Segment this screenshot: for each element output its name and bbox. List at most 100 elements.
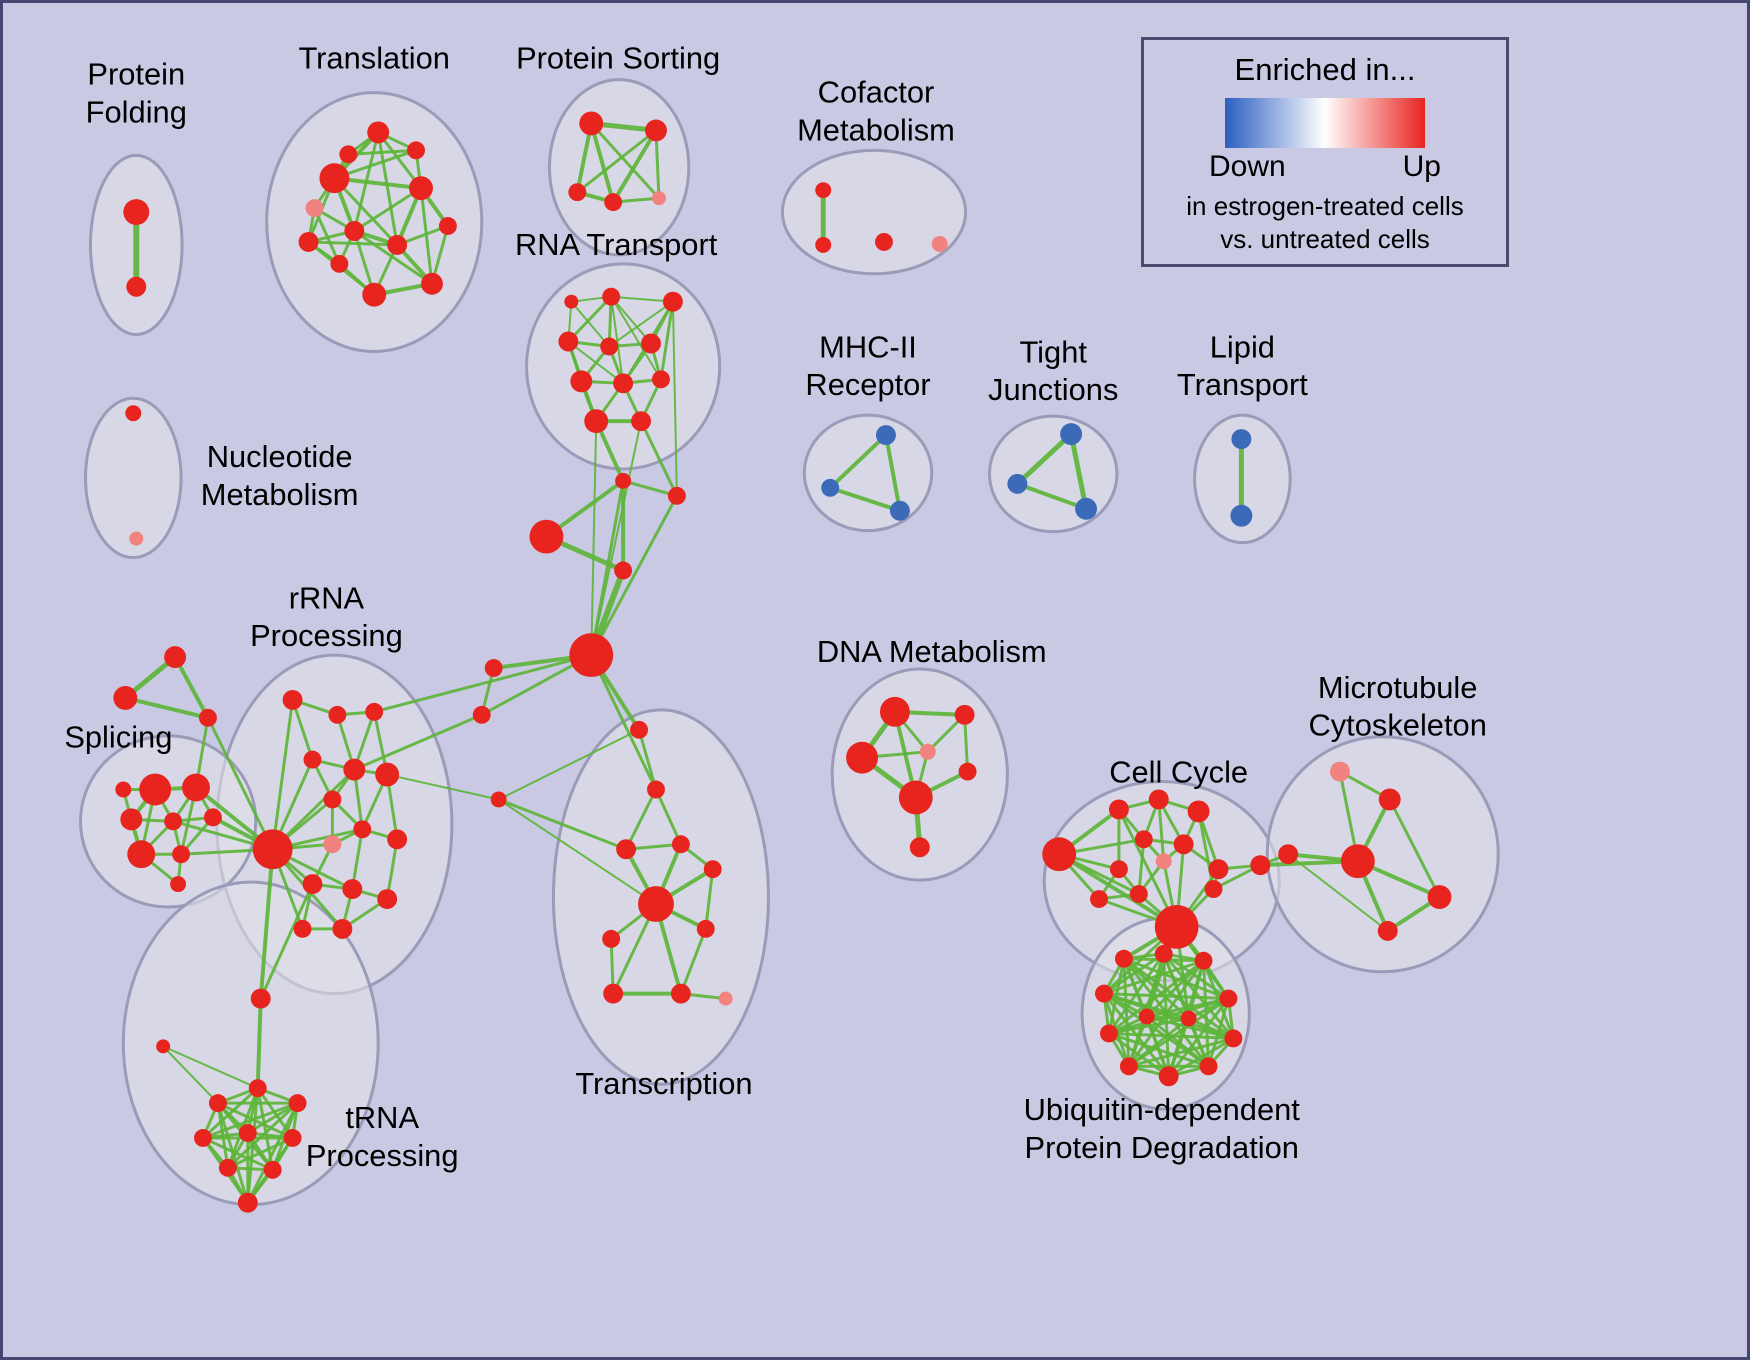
network-node[interactable] [1278, 844, 1299, 865]
network-node[interactable] [615, 472, 632, 489]
network-node[interactable] [603, 983, 624, 1004]
network-node[interactable] [631, 411, 651, 432]
network-node[interactable] [129, 531, 144, 546]
network-node[interactable] [367, 121, 390, 144]
network-node[interactable] [1224, 1029, 1243, 1048]
network-node[interactable] [203, 808, 222, 827]
network-node[interactable] [613, 373, 634, 394]
network-node[interactable] [647, 780, 665, 799]
network-node[interactable] [1158, 1066, 1179, 1087]
network-node[interactable] [472, 705, 491, 724]
network-node[interactable] [1042, 837, 1077, 872]
network-node[interactable] [1148, 789, 1169, 810]
network-node[interactable] [919, 743, 936, 760]
network-node[interactable] [821, 478, 840, 497]
network-node[interactable] [954, 704, 975, 725]
network-node[interactable] [484, 659, 503, 678]
network-node[interactable] [1119, 1057, 1138, 1076]
network-node[interactable] [889, 500, 910, 521]
network-node[interactable] [570, 370, 593, 393]
network-node[interactable] [645, 119, 667, 142]
network-node[interactable] [909, 837, 930, 858]
network-node[interactable] [438, 217, 457, 235]
network-node[interactable] [1109, 860, 1128, 879]
network-node[interactable] [139, 773, 172, 806]
network-node[interactable] [250, 988, 271, 1009]
network-node[interactable] [127, 840, 156, 869]
network-node[interactable] [1154, 944, 1173, 963]
network-node[interactable] [283, 1129, 302, 1147]
network-node[interactable] [1199, 1057, 1218, 1076]
network-node[interactable] [194, 1129, 212, 1147]
network-node[interactable] [718, 991, 733, 1006]
network-node[interactable] [641, 333, 661, 354]
network-node[interactable] [600, 337, 619, 356]
network-node[interactable] [898, 780, 933, 815]
network-node[interactable] [1329, 761, 1350, 782]
network-node[interactable] [387, 234, 408, 255]
network-node[interactable] [288, 1094, 307, 1113]
network-node[interactable] [328, 705, 347, 724]
network-node[interactable] [282, 689, 303, 710]
network-node[interactable] [344, 221, 365, 241]
network-node[interactable] [126, 276, 147, 297]
network-node[interactable] [670, 983, 691, 1004]
network-node[interactable] [343, 758, 366, 781]
network-node[interactable] [558, 331, 579, 352]
network-node[interactable] [319, 163, 350, 194]
network-node[interactable] [584, 409, 609, 434]
network-node[interactable] [164, 812, 183, 831]
network-node[interactable] [1208, 859, 1229, 880]
network-node[interactable] [302, 874, 323, 895]
network-node[interactable] [1204, 880, 1223, 899]
network-node[interactable] [1108, 799, 1129, 820]
network-node[interactable] [113, 685, 138, 710]
network-node[interactable] [375, 762, 400, 787]
network-node[interactable] [198, 708, 217, 727]
network-node[interactable] [377, 889, 398, 909]
network-node[interactable] [490, 791, 507, 808]
network-node[interactable] [170, 876, 187, 893]
network-node[interactable] [667, 486, 686, 505]
network-node[interactable] [182, 773, 210, 802]
network-node[interactable] [263, 1160, 282, 1179]
network-node[interactable] [409, 176, 433, 201]
network-node[interactable] [353, 820, 372, 839]
network-node[interactable] [879, 696, 910, 727]
network-node[interactable] [342, 879, 363, 900]
network-node[interactable] [1340, 844, 1375, 879]
network-node[interactable] [1095, 984, 1113, 1003]
network-node[interactable] [421, 272, 443, 295]
network-node[interactable] [208, 1094, 227, 1113]
network-node[interactable] [651, 191, 666, 206]
network-node[interactable] [1075, 497, 1098, 520]
network-node[interactable] [1231, 429, 1252, 450]
network-node[interactable] [172, 845, 191, 864]
network-node[interactable] [330, 254, 349, 273]
network-node[interactable] [1134, 830, 1153, 849]
network-node[interactable] [1180, 1010, 1197, 1027]
network-node[interactable] [1114, 949, 1133, 968]
network-node[interactable] [1129, 885, 1148, 904]
network-node[interactable] [252, 829, 293, 870]
network-node[interactable] [1219, 989, 1238, 1008]
network-node[interactable] [1187, 800, 1210, 823]
network-node[interactable] [569, 633, 614, 678]
network-node[interactable] [120, 808, 143, 831]
network-node[interactable] [123, 199, 150, 226]
network-node[interactable] [238, 1124, 257, 1142]
network-node[interactable] [529, 519, 564, 554]
network-node[interactable] [387, 829, 408, 850]
network-node[interactable] [323, 790, 342, 809]
network-node[interactable] [568, 183, 587, 202]
network-node[interactable] [662, 291, 683, 312]
network-node[interactable] [115, 781, 132, 798]
network-node[interactable] [616, 839, 637, 860]
network-node[interactable] [339, 145, 358, 164]
network-node[interactable] [638, 886, 674, 922]
network-node[interactable] [703, 860, 722, 879]
network-node[interactable] [1155, 853, 1172, 870]
network-node[interactable] [293, 919, 312, 938]
network-node[interactable] [305, 199, 324, 218]
network-node[interactable] [1173, 834, 1194, 855]
